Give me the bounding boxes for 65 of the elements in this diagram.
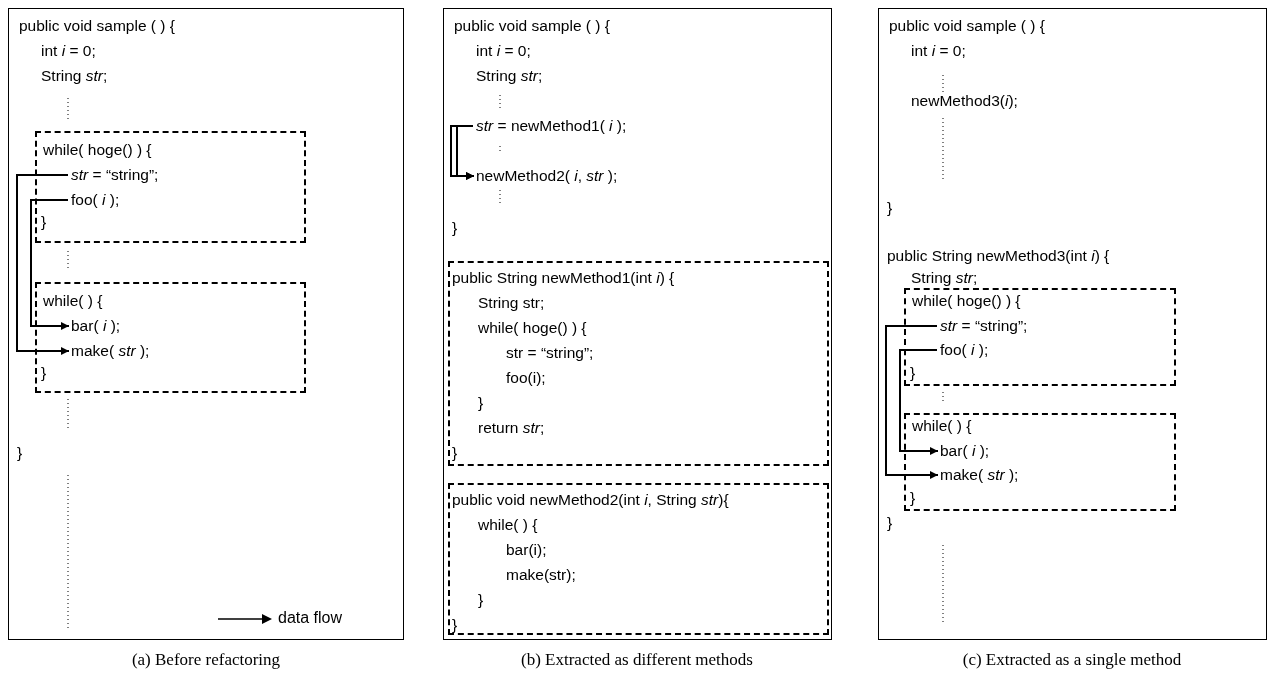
code-line: } [452,444,458,462]
data-flow-arrow [885,325,939,479]
code-line: make( str ); [940,466,1019,484]
code-line: while( hoge() ) { [478,319,587,337]
code-line: public String newMethod3(int i) { [887,247,1110,265]
code-line: while( hoge() ) { [912,292,1021,310]
code-line: newMethod3(i); [911,92,1018,110]
code-line: String str; [476,67,543,85]
code-line: foo( i ); [71,191,120,209]
code-block-box [448,483,829,635]
code-line: } [452,616,458,634]
code-block-box [448,261,829,466]
code-line: while( ) { [478,516,538,534]
code-line: public void sample ( ) { [19,17,175,35]
code-line: str = “string”; [940,317,1028,335]
code-line: } [41,213,47,231]
code-line: bar( i ); [71,317,121,335]
code-block-box [35,282,306,393]
code-line: newMethod2( i, str ); [476,167,618,185]
code-line: bar( i ); [940,442,990,460]
code-line: str = “string”; [506,344,594,362]
code-line: while( ) { [43,292,103,310]
code-line: while( hoge() ) { [43,141,152,159]
code-line: } [887,199,893,217]
code-line: public void newMethod2(int i, String str){ [452,491,729,509]
code-line: } [478,394,484,412]
code-line: make( str ); [71,342,150,360]
figure-caption: (a) Before refactoring [130,650,282,670]
code-panel [878,8,1267,640]
code-line: } [478,591,484,609]
code-block-box [904,288,1176,386]
data-flow-arrow [16,174,70,355]
code-line: str = “string”; [71,166,159,184]
code-line: } [17,444,23,462]
code-line: } [41,364,47,382]
data-flow-arrow [899,349,939,455]
code-line: make(str); [506,566,576,584]
code-line: int i = 0; [911,42,966,60]
code-line: str = newMethod1( i ); [476,117,627,135]
code-line: public void sample ( ) { [889,17,1045,35]
data-flow-arrow [456,125,475,180]
code-line: } [910,489,916,507]
code-line: } [452,219,458,237]
code-line: while( ) { [912,417,972,435]
code-block-box [904,413,1176,511]
legend-label: data flow [278,609,343,627]
code-line: int i = 0; [41,42,96,60]
code-panel [8,8,404,640]
code-line: return str; [478,419,545,437]
code-panel [443,8,832,640]
code-line: } [910,364,916,382]
figure-caption: (c) Extracted as a single method [961,650,1183,670]
code-line: foo(i); [506,369,546,387]
code-line: bar(i); [506,541,547,559]
code-line: public void sample ( ) { [454,17,610,35]
figure-caption: (b) Extracted as different methods [520,650,754,670]
code-block-box [35,131,306,243]
code-line: public String newMethod1(int i) { [452,269,675,287]
code-line: foo( i ); [940,341,989,359]
code-line: } [887,514,893,532]
code-line: String str; [911,269,978,287]
data-flow-arrow [30,199,70,330]
code-line: int i = 0; [476,42,531,60]
code-line: String str; [478,294,545,312]
code-line: String str; [41,67,108,85]
